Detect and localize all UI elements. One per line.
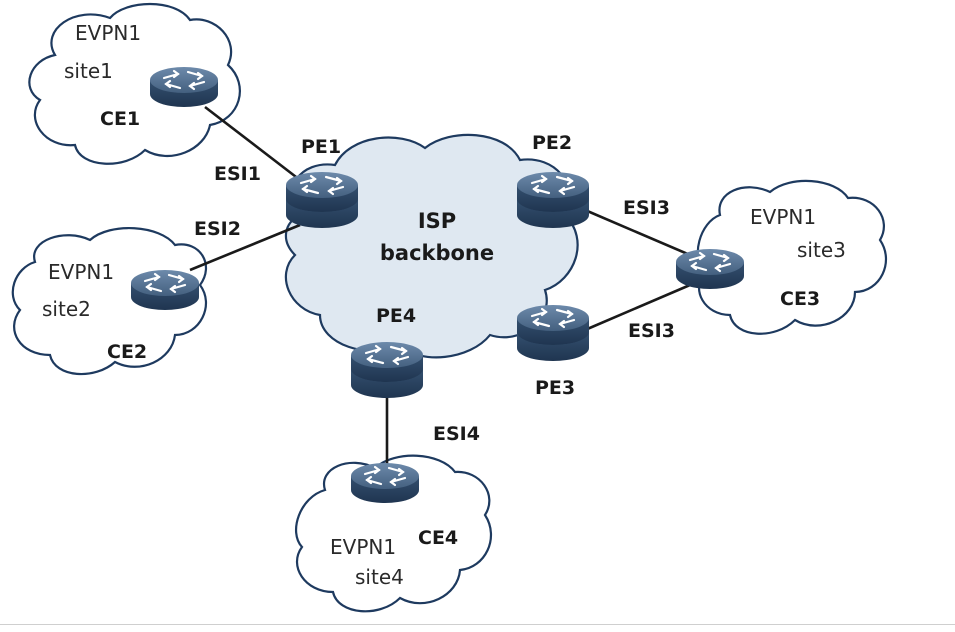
site3-vpn-label: EVPN1 xyxy=(750,205,816,229)
site1-cloud xyxy=(28,3,241,165)
site1-name-label: site1 xyxy=(64,59,113,83)
ce3-label: CE3 xyxy=(780,288,820,310)
bottom-divider xyxy=(0,624,955,625)
isp-backbone-cloud xyxy=(284,133,579,359)
ce2-label: CE2 xyxy=(107,341,147,363)
site3-cloud xyxy=(696,179,888,335)
site1-vpn-label: EVPN1 xyxy=(75,21,141,45)
ce1-label: CE1 xyxy=(100,108,140,130)
site2-vpn-label: EVPN1 xyxy=(48,260,114,284)
pe1-router-icon xyxy=(284,170,360,230)
esi4-label: ESI4 xyxy=(433,423,480,445)
site4-vpn-label: EVPN1 xyxy=(330,535,396,559)
pe1-label: PE1 xyxy=(301,136,341,158)
site4-cloud xyxy=(294,454,493,613)
esi1-label: ESI1 xyxy=(214,163,261,185)
site4-name-label: site4 xyxy=(355,565,404,589)
site2-name-label: site2 xyxy=(42,297,91,321)
pe3-label: PE3 xyxy=(535,377,575,399)
link-ce2-pe1 xyxy=(189,223,301,272)
ce2-router-icon xyxy=(129,268,201,312)
ce3-router-icon xyxy=(674,247,746,291)
pe2-router-icon xyxy=(515,170,591,230)
pe3-router-icon xyxy=(515,303,591,363)
esi3-upper-label: ESI3 xyxy=(623,197,670,219)
pe4-router-icon xyxy=(349,340,425,400)
esi2-label: ESI2 xyxy=(194,218,241,240)
ce1-router-icon xyxy=(148,65,220,109)
ce4-label: CE4 xyxy=(418,527,458,549)
esi3-lower-label: ESI3 xyxy=(628,320,675,342)
pe4-label: PE4 xyxy=(376,305,416,327)
pe2-label: PE2 xyxy=(532,132,572,154)
site3-name-label: site3 xyxy=(797,238,846,262)
site2-cloud xyxy=(11,226,208,376)
link-ce1-pe1 xyxy=(204,105,301,182)
ce4-router-icon xyxy=(349,461,421,505)
link-pe2-ce3 xyxy=(584,208,691,257)
isp-label-line2: backbone xyxy=(380,241,494,265)
isp-label-line1: ISP xyxy=(418,209,456,233)
link-pe3-ce3 xyxy=(584,283,691,332)
